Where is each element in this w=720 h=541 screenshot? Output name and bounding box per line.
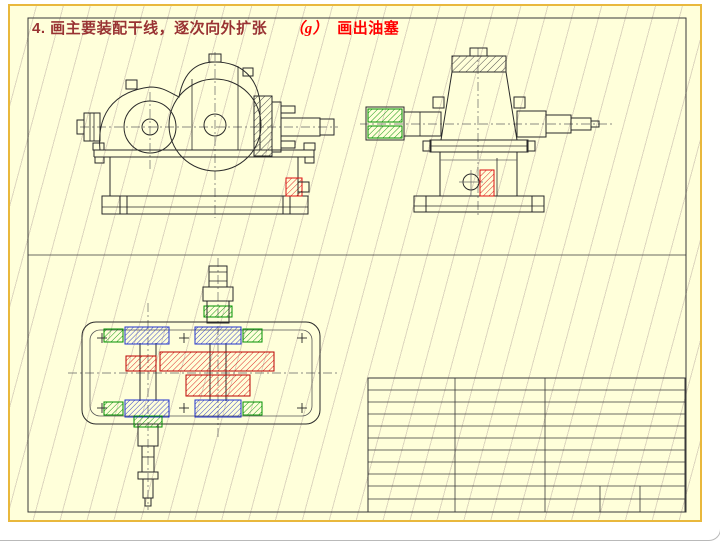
title-substep-text: 画出油塞 — [337, 20, 400, 37]
title-substep-label: （g） — [289, 21, 329, 37]
slide-background — [8, 4, 702, 522]
slide-title: 4. 画主要装配干线，逐次向外扩张 （g） 画出油塞 — [32, 17, 399, 38]
title-step-text: 4. 画主要装配干线，逐次向外扩张 — [32, 20, 268, 37]
